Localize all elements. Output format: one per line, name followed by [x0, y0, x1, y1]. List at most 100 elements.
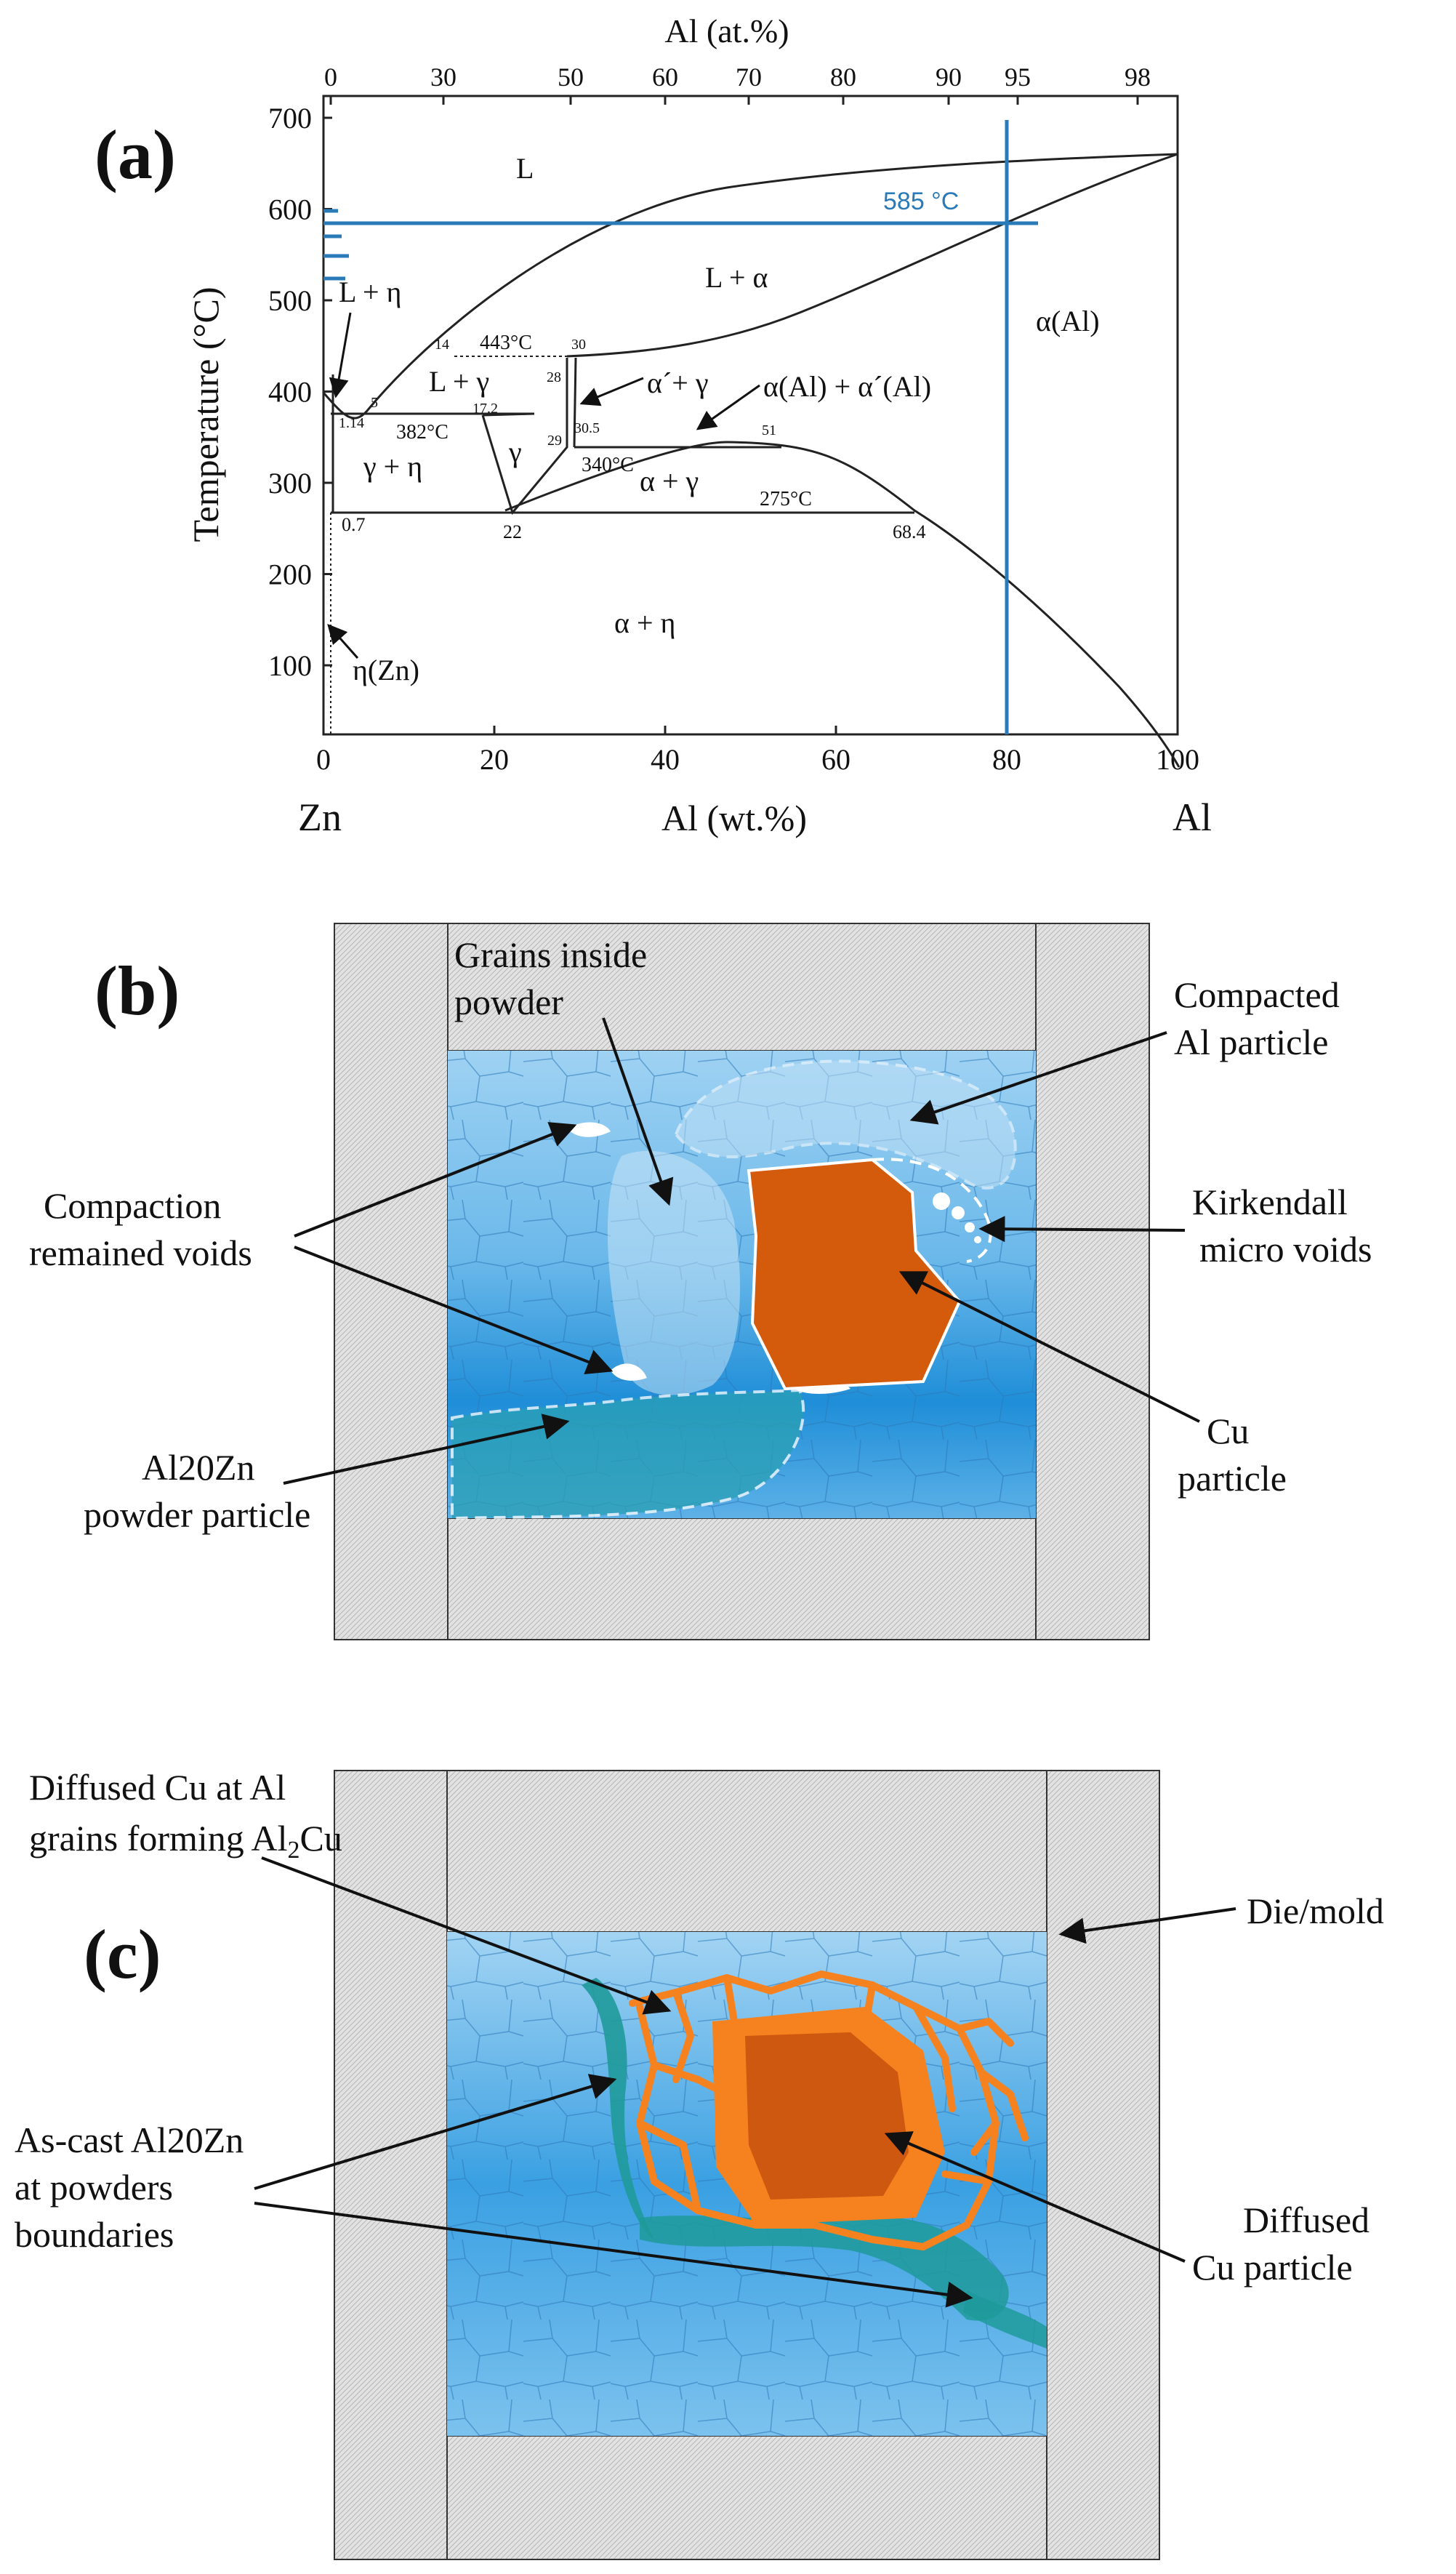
callout-al20zn-1: Al20Zn: [142, 1447, 255, 1488]
invariant-labels: 443°C 382°C 340°C 275°C 14 30 28 5 1.14 …: [339, 332, 926, 542]
comp-28: 28: [547, 369, 561, 385]
callout-diffused-particle-2: Cu particle: [1192, 2247, 1353, 2288]
diffused-cu-core: [745, 2032, 909, 2200]
temp-275: 275°C: [760, 488, 812, 510]
phase-alpha-prime-gamma: α´+ γ: [647, 366, 709, 399]
gamma-left-edge: [482, 412, 535, 417]
comp-0-7: 0.7: [342, 514, 366, 535]
callout-compacted-al-2: Al particle: [1174, 1022, 1328, 1062]
top-tick-label: 50: [558, 63, 584, 92]
ascast-boundary-left: [582, 1978, 654, 2240]
die-bottom-punch: [447, 1517, 1037, 1640]
callout-diffused-cu-2: grains forming Al2Cu: [29, 1818, 342, 1864]
callout-ascast-3: boundaries: [15, 2214, 174, 2255]
panel-c-diffused-compact: (c): [15, 1767, 1384, 2560]
bottom-tick-label: 80: [992, 743, 1021, 776]
arrow-alpha-alpha-prime: [696, 384, 760, 430]
callout-compaction-voids-1: Compaction: [44, 1185, 221, 1226]
comp-17-2: 17.2: [472, 401, 498, 417]
kirkendall-void-3: [965, 1222, 975, 1232]
kirkendall-void-4: [974, 1236, 981, 1243]
arrow-alpha-prime-gamma: [579, 377, 644, 406]
top-tick-label: 30: [430, 63, 456, 92]
powder-particle-top: [674, 1059, 1017, 1190]
highlight-lines: 585 °C: [323, 120, 1038, 734]
cu-particle-halo: [872, 1158, 992, 1263]
arrow-L-eta: [329, 312, 352, 398]
y-tick-label: 400: [268, 376, 312, 409]
phase-alpha-gamma: α + γ: [640, 465, 699, 497]
callout-ascast-1: As-cast Al20Zn: [15, 2120, 244, 2160]
top-tick-label: 70: [736, 63, 762, 92]
temp-382: 382°C: [396, 421, 449, 444]
alpha-solvus-curve: [504, 441, 1181, 768]
phase-gamma: γ: [508, 436, 522, 468]
arrow-diffused-cu: [261, 1856, 672, 2015]
panel-c-callouts: Diffused Cu at Al grains forming Al2Cu D…: [15, 1767, 1384, 2288]
y-tick-label: 200: [268, 558, 312, 591]
top-tick-label: 0: [324, 63, 337, 92]
comp-5: 5: [371, 395, 378, 411]
arrow-ascast-2: [254, 2202, 973, 2308]
arrow-eta-Zn: [327, 623, 359, 659]
callout-ascast-2: at powders: [15, 2167, 173, 2208]
callout-kirkendall-2: micro voids: [1199, 1229, 1372, 1270]
y-tick-label: 700: [268, 102, 312, 135]
callout-diffused-cu-1: Diffused Cu at Al: [29, 1767, 286, 1808]
panel-c-label: (c): [84, 1915, 161, 1993]
powder-particle-left: [607, 1150, 741, 1395]
phase-boundaries: [322, 153, 1181, 768]
phase-labels: L L + α α(Al) L + η L + γ γ γ + η α´+ γ …: [339, 152, 1100, 686]
arrow-diffused-particle: [884, 2131, 1186, 2263]
top-tick-label: 60: [652, 63, 678, 92]
comp-29: 29: [547, 433, 562, 449]
panel-c-arrows: [254, 1856, 1236, 2308]
cu-particle: [747, 1158, 962, 1391]
callout-al20zn-2: powder particle: [84, 1494, 310, 1535]
panel-b-callouts: Grains inside powder Compacted Al partic…: [29, 934, 1372, 1535]
callout-kirkendall-1: Kirkendall: [1192, 1182, 1348, 1222]
callout-cu-2: particle: [1178, 1458, 1287, 1499]
callout-grains-inside-2: powder: [454, 982, 563, 1022]
die-bottom-punch-c: [446, 2435, 1047, 2560]
arrow-al20zn: [283, 1414, 570, 1485]
bottom-tick-label: 60: [821, 743, 850, 776]
top-tick-label: 90: [936, 63, 962, 92]
bottom-tick-label: 0: [316, 743, 331, 776]
element-left-zn: Zn: [298, 795, 342, 839]
temp-585-label: 585 °C: [883, 188, 959, 215]
ascast-boundary-bottom: [640, 2216, 1009, 2321]
top-tick-label: 98: [1125, 63, 1151, 92]
callout-compaction-voids-2: remained voids: [29, 1232, 252, 1273]
die-right-wall-c: [1046, 1770, 1160, 2560]
comp-30: 30: [571, 337, 586, 353]
die-left-wall: [334, 923, 449, 1640]
alpha-prime-boundary: [573, 357, 577, 448]
panel-b-compacted-powder: (b) Grains inside powder Compacted Al p: [29, 923, 1372, 1640]
panel-b-label: (b): [94, 952, 180, 1030]
comp-22: 22: [503, 521, 522, 542]
comp-30-5: 30.5: [574, 420, 600, 436]
plot-frame: [322, 95, 1179, 736]
top-tick-label: 80: [830, 63, 856, 92]
top-tick-label: 95: [1005, 63, 1031, 92]
die-top-punch-c: [446, 1770, 1047, 1933]
panel-b-arrows: [283, 1017, 1200, 1485]
kirkendall-void-2: [952, 1206, 965, 1219]
al20zn-powder-particle: [451, 1388, 805, 1520]
callout-cu-1: Cu: [1207, 1411, 1249, 1451]
arrow-cu: [898, 1271, 1200, 1423]
temp-443: 443°C: [480, 332, 532, 354]
arrow-void-2: [294, 1246, 614, 1374]
kirkendall-void-1: [933, 1192, 950, 1210]
comp-14: 14: [435, 337, 449, 353]
solidus-curve: [566, 153, 1178, 358]
y-tick-label: 100: [268, 649, 312, 682]
phase-alpha-Al: α(Al): [1036, 305, 1100, 337]
arrow-die-mold: [1058, 1907, 1236, 1944]
y-tick-label: 500: [268, 284, 312, 317]
phase-alpha-alpha-prime: α(Al) + α´(Al): [763, 370, 931, 403]
panel-a-label: (a): [94, 116, 176, 193]
